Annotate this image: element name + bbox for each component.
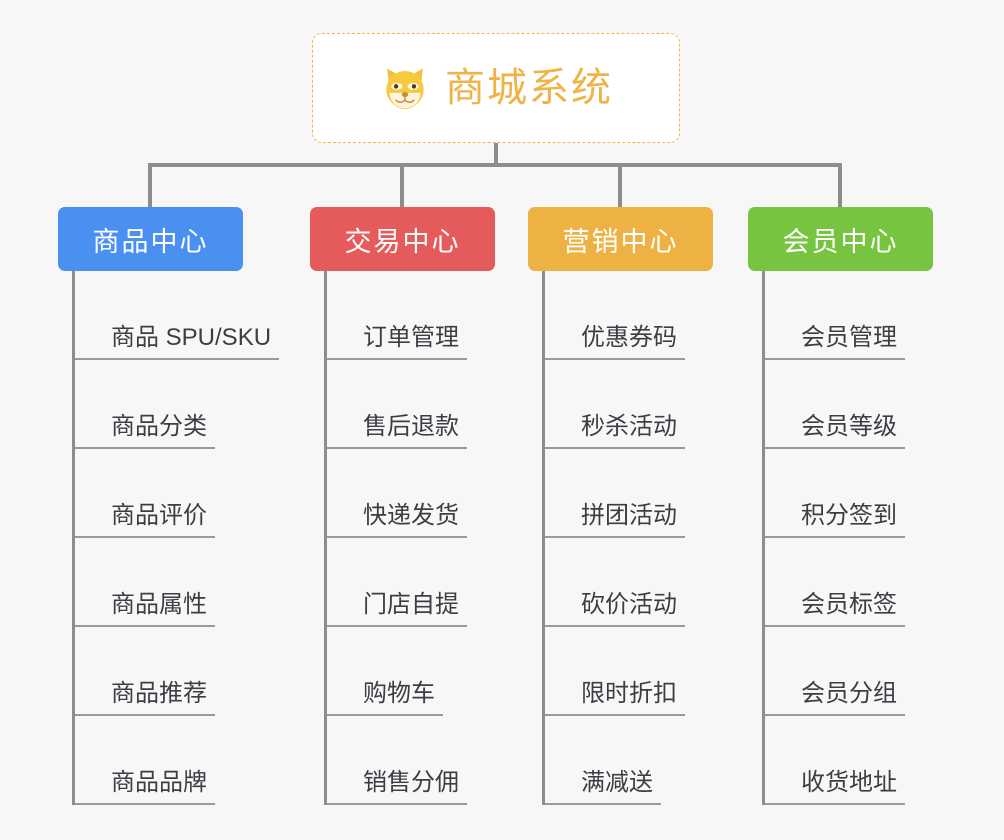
list-item[interactable]: 秒杀活动 xyxy=(545,360,713,449)
list-item[interactable]: 收货地址 xyxy=(765,716,933,805)
list-item[interactable]: 会员分组 xyxy=(765,627,933,716)
branch-column-product-center: 商品中心 商品 SPU/SKU 商品分类 商品评价 商品属性 商品推荐 商品品牌 xyxy=(58,207,280,805)
category-label: 营销中心 xyxy=(562,226,679,257)
leaf-label: 满减送 xyxy=(545,771,661,805)
list-item[interactable]: 会员等级 xyxy=(765,360,933,449)
shiba-dog-face-icon xyxy=(386,68,424,110)
category-label: 会员中心 xyxy=(782,226,899,257)
list-item[interactable]: 商品评价 xyxy=(75,449,279,538)
category-box-member-center[interactable]: 会员中心 xyxy=(748,207,933,271)
leaf-label: 商品推荐 xyxy=(75,682,215,716)
list-item[interactable]: 会员管理 xyxy=(765,271,933,360)
category-box-trade-center[interactable]: 交易中心 xyxy=(310,207,495,271)
list-item[interactable]: 满减送 xyxy=(545,716,713,805)
leaf-label: 优惠券码 xyxy=(545,326,685,360)
leaf-label: 砍价活动 xyxy=(545,593,685,627)
list-item[interactable]: 购物车 xyxy=(327,627,495,716)
leaf-label: 拼团活动 xyxy=(545,504,685,538)
leaf-list-trade-center: 订单管理 售后退款 快递发货 门店自提 购物车 销售分佣 xyxy=(324,271,495,805)
leaf-label: 限时折扣 xyxy=(545,682,685,716)
leaf-label: 商品评价 xyxy=(75,504,215,538)
connector-drop-4 xyxy=(838,163,842,209)
leaf-label: 订单管理 xyxy=(327,326,467,360)
root-node-label: 商城系统 xyxy=(445,66,613,110)
leaf-label: 收货地址 xyxy=(765,771,905,805)
leaf-label: 会员标签 xyxy=(765,593,905,627)
list-item[interactable]: 订单管理 xyxy=(327,271,495,360)
list-item[interactable]: 商品属性 xyxy=(75,538,279,627)
leaf-label: 商品 SPU/SKU xyxy=(75,326,280,360)
leaf-label: 门店自提 xyxy=(327,593,467,627)
category-box-marketing-center[interactable]: 营销中心 xyxy=(528,207,713,271)
list-item[interactable]: 商品分类 xyxy=(75,360,279,449)
list-item[interactable]: 门店自提 xyxy=(327,538,495,627)
leaf-label: 快递发货 xyxy=(327,504,467,538)
list-item[interactable]: 积分签到 xyxy=(765,449,933,538)
list-item[interactable]: 售后退款 xyxy=(327,360,495,449)
category-label: 商品中心 xyxy=(92,226,209,257)
leaf-label: 购物车 xyxy=(327,682,443,716)
list-item[interactable]: 快递发货 xyxy=(327,449,495,538)
leaf-label: 商品品牌 xyxy=(75,771,215,805)
leaf-label: 会员分组 xyxy=(765,682,905,716)
connector-horizontal-bus xyxy=(148,163,842,167)
leaf-label: 销售分佣 xyxy=(327,771,467,805)
leaf-list-marketing-center: 优惠券码 秒杀活动 拼团活动 砍价活动 限时折扣 满减送 xyxy=(542,271,713,805)
list-item[interactable]: 商品推荐 xyxy=(75,627,279,716)
list-item[interactable]: 会员标签 xyxy=(765,538,933,627)
list-item[interactable]: 拼团活动 xyxy=(545,449,713,538)
connector-drop-3 xyxy=(618,163,622,209)
connector-root-stem xyxy=(494,143,498,165)
category-box-product-center[interactable]: 商品中心 xyxy=(58,207,243,271)
list-item[interactable]: 商品品牌 xyxy=(75,716,279,805)
root-node-shop-system[interactable]: 商城系统 xyxy=(312,33,680,143)
list-item[interactable]: 商品 SPU/SKU xyxy=(75,271,280,360)
leaf-label: 商品属性 xyxy=(75,593,215,627)
connector-drop-2 xyxy=(400,163,404,209)
leaf-label: 秒杀活动 xyxy=(545,415,685,449)
list-item[interactable]: 优惠券码 xyxy=(545,271,713,360)
leaf-label: 会员等级 xyxy=(765,415,905,449)
category-label: 交易中心 xyxy=(344,226,461,257)
branch-column-member-center: 会员中心 会员管理 会员等级 积分签到 会员标签 会员分组 收货地址 xyxy=(748,207,933,805)
leaf-label: 会员管理 xyxy=(765,326,905,360)
branch-column-marketing-center: 营销中心 优惠券码 秒杀活动 拼团活动 砍价活动 限时折扣 满减送 xyxy=(528,207,713,805)
leaf-label: 积分签到 xyxy=(765,504,905,538)
branch-column-trade-center: 交易中心 订单管理 售后退款 快递发货 门店自提 购物车 销售分佣 xyxy=(310,207,495,805)
list-item[interactable]: 销售分佣 xyxy=(327,716,495,805)
list-item[interactable]: 砍价活动 xyxy=(545,538,713,627)
leaf-label: 商品分类 xyxy=(75,415,215,449)
connector-drop-1 xyxy=(148,163,152,209)
leaf-list-member-center: 会员管理 会员等级 积分签到 会员标签 会员分组 收货地址 xyxy=(762,271,933,805)
list-item[interactable]: 限时折扣 xyxy=(545,627,713,716)
leaf-list-product-center: 商品 SPU/SKU 商品分类 商品评价 商品属性 商品推荐 商品品牌 xyxy=(72,271,280,805)
leaf-label: 售后退款 xyxy=(327,415,467,449)
